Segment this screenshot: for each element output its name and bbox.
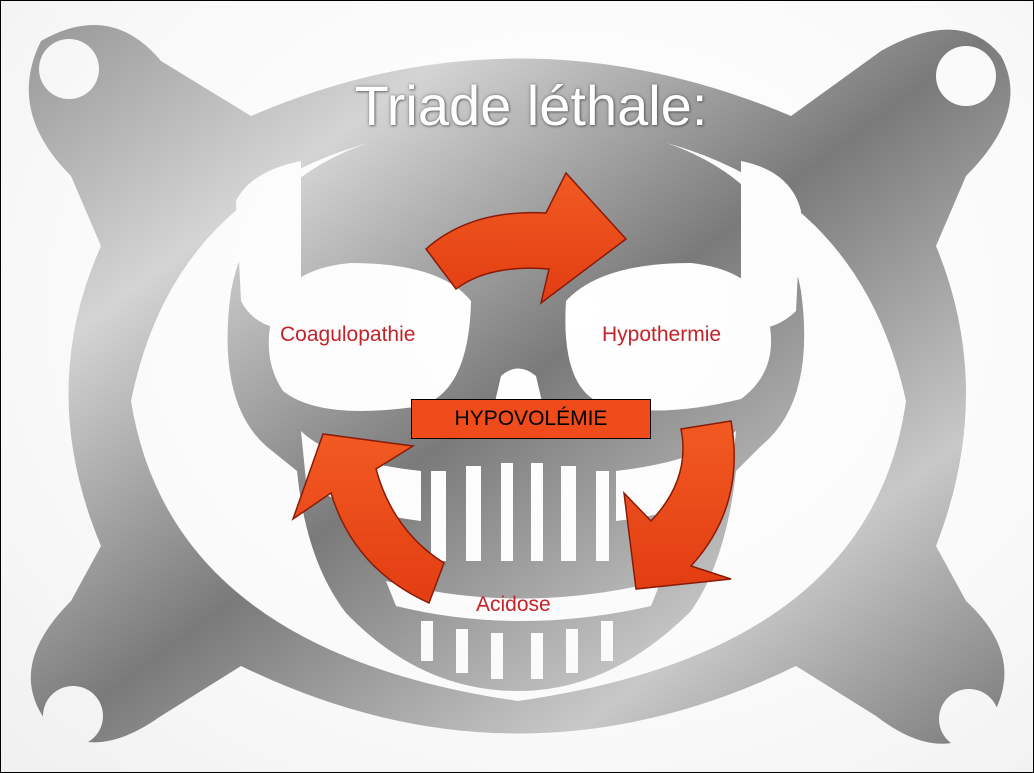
label-acidose: Acidose	[476, 593, 551, 617]
slide-title: Triade léthale:	[301, 73, 761, 138]
label-coagulopathie: Coagulopathie	[280, 323, 415, 347]
center-box-hypovolemie: HYPOVOLÉMIE	[411, 399, 651, 439]
label-hypothermie: Hypothermie	[602, 323, 721, 347]
